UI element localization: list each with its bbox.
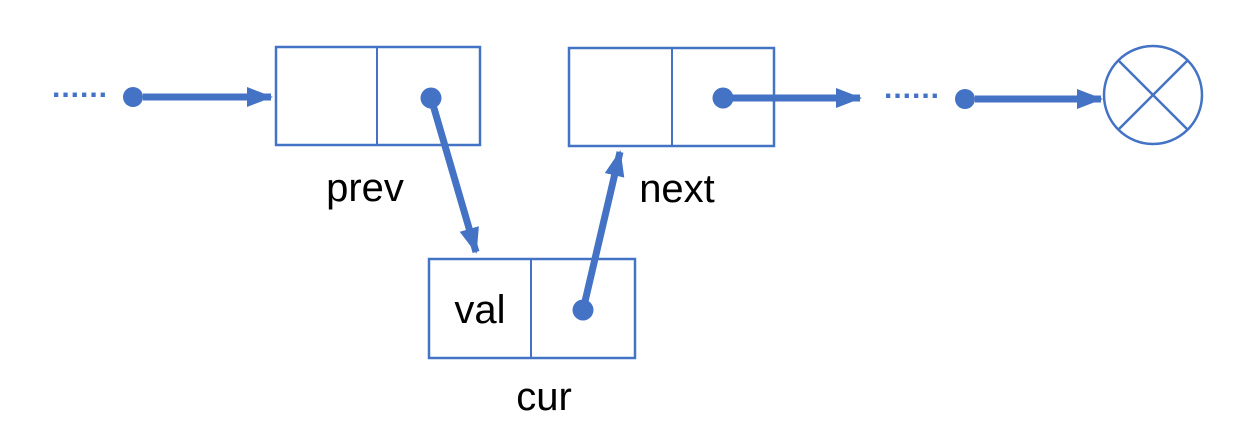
label-val: val [454,288,506,332]
label-cur: cur [516,375,572,419]
null-terminator-icon [1102,44,1204,146]
arrow-prev-to-cur [427,97,480,254]
head-pointer-dot [123,87,143,107]
arrow-cur-to-next [579,150,625,311]
ellipsis-left: ...... [52,71,109,104]
ellipsis-right: ...... [884,72,941,105]
label-next: next [639,167,715,211]
label-prev: prev [326,166,404,210]
tail-pointer-dot [955,89,975,109]
node-prev-box [274,45,482,147]
node-cur-box [427,257,637,360]
